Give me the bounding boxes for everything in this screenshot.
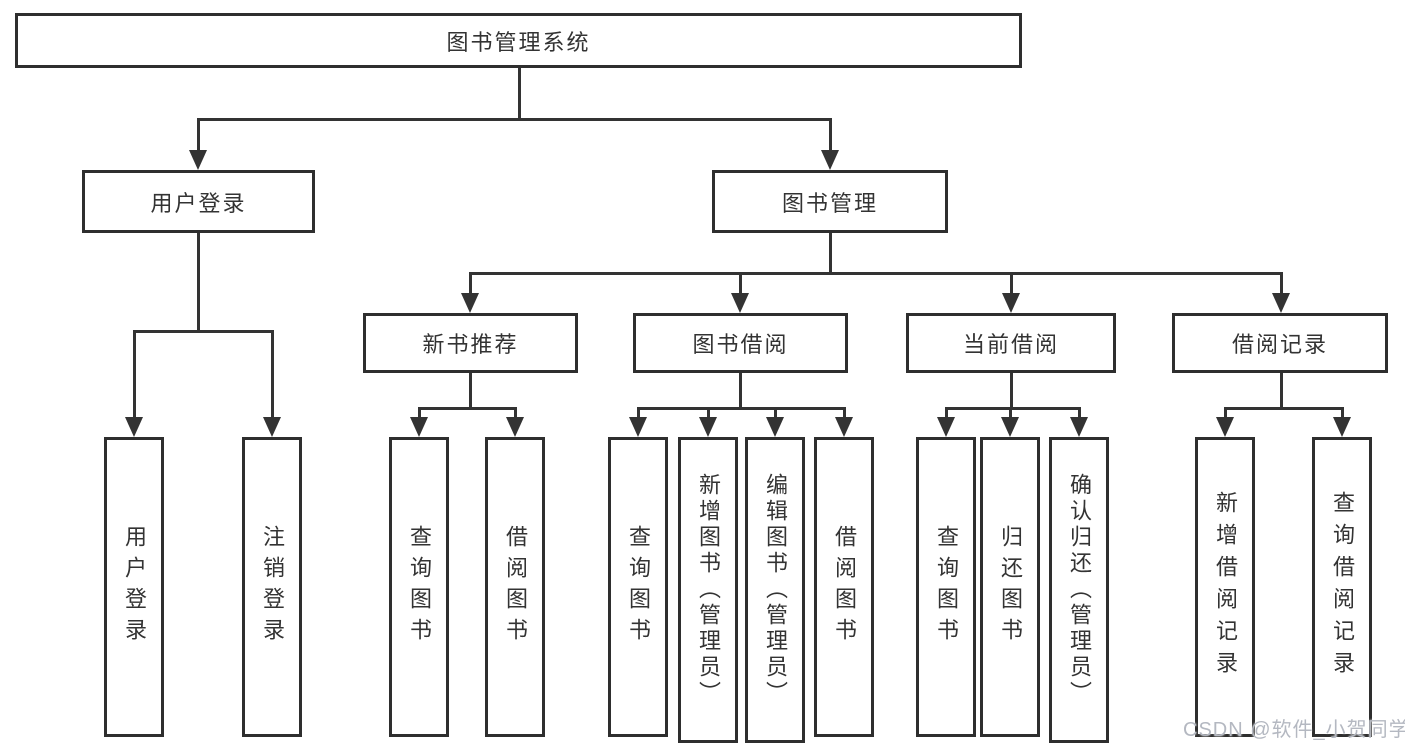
- leaf-return-book: 归还图书: [980, 437, 1040, 737]
- leaf-label: 查询图书: [934, 525, 959, 649]
- leaf-query-book: 查询图书: [916, 437, 976, 737]
- leaf-edit-book-admin: 编辑图书（管理员）: [745, 437, 805, 743]
- connector-borrow-record-split: [1224, 407, 1343, 410]
- leaf-label: 用户登录: [122, 525, 147, 649]
- connector-to-leaf: [133, 330, 136, 420]
- connector-to-leaf: [774, 407, 777, 419]
- leaf-confirm-return-admin: 确认归还（管理员）: [1049, 437, 1109, 743]
- connector-to-book-mgmt: [829, 118, 832, 152]
- leaf-label: 归还图书: [998, 525, 1023, 649]
- node-user-login: 用户登录: [82, 170, 315, 233]
- arrowhead-down-icon: [461, 293, 479, 313]
- arrowhead-down-icon: [1333, 417, 1351, 437]
- leaf-label: 查询借阅记录: [1330, 491, 1355, 683]
- node-current-borrow: 当前借阅: [906, 313, 1116, 373]
- connector-to-book-borrow: [739, 272, 742, 295]
- arrowhead-down-icon: [410, 417, 428, 437]
- node-root-label: 图书管理系统: [446, 29, 591, 55]
- connector-book-mgmt-stem: [829, 233, 832, 274]
- node-root: 图书管理系统: [15, 13, 1022, 68]
- connector-user-login-split: [133, 330, 274, 333]
- leaf-logout: 注销登录: [242, 437, 302, 737]
- arrowhead-down-icon: [1070, 417, 1088, 437]
- leaf-borrow-book: 借阅图书: [814, 437, 874, 737]
- connector-to-new-book: [469, 272, 472, 295]
- leaf-query-borrow-record: 查询借阅记录: [1312, 437, 1372, 737]
- leaf-label: 注销登录: [260, 525, 285, 649]
- leaf-label: 借阅图书: [503, 525, 528, 649]
- arrowhead-down-icon: [937, 417, 955, 437]
- arrowhead-down-icon: [835, 417, 853, 437]
- connector-to-leaf: [1009, 407, 1012, 419]
- arrowhead-down-icon: [1001, 417, 1019, 437]
- connector-level3-split: [469, 272, 1282, 275]
- node-borrow-record-label: 借阅记录: [1231, 332, 1328, 357]
- leaf-query-book: 查询图书: [389, 437, 449, 737]
- leaf-add-borrow-record: 新增借阅记录: [1195, 437, 1255, 737]
- arrowhead-down-icon: [506, 417, 524, 437]
- leaf-label: 新增借阅记录: [1213, 491, 1238, 683]
- node-book-management-label: 图书管理: [781, 190, 878, 216]
- connector-root-stem: [518, 68, 521, 118]
- connector-to-user-login: [197, 118, 200, 152]
- arrowhead-down-icon: [125, 417, 143, 437]
- connector-borrow-record-stem: [1280, 373, 1283, 409]
- leaf-label: 查询图书: [407, 525, 432, 649]
- connector-to-leaf: [418, 407, 421, 419]
- node-new-book-recommend: 新书推荐: [363, 313, 578, 373]
- arrowhead-down-icon: [731, 293, 749, 313]
- arrowhead-down-icon: [699, 417, 717, 437]
- arrowhead-down-icon: [1216, 417, 1234, 437]
- leaf-borrow-book: 借阅图书: [485, 437, 545, 737]
- connector-current-borrow-stem: [1010, 373, 1013, 409]
- leaf-label: 借阅图书: [832, 525, 857, 649]
- connector-to-current-borrow: [1010, 272, 1013, 295]
- node-current-borrow-label: 当前借阅: [962, 332, 1059, 357]
- connector-book-borrow-stem: [739, 373, 742, 409]
- connector-new-book-stem: [469, 373, 472, 409]
- arrowhead-down-icon: [189, 150, 207, 170]
- connector-to-borrow-record: [1280, 272, 1283, 295]
- connector-to-leaf: [707, 407, 710, 419]
- connector-to-leaf: [1341, 407, 1344, 419]
- connector-user-login-stem: [197, 233, 200, 332]
- leaf-label: 查询图书: [626, 525, 651, 649]
- connector-to-leaf: [514, 407, 517, 419]
- arrowhead-down-icon: [821, 150, 839, 170]
- connector-to-leaf: [1078, 407, 1081, 419]
- connector-to-leaf: [1224, 407, 1227, 419]
- arrowhead-down-icon: [263, 417, 281, 437]
- connector-to-leaf: [271, 330, 274, 420]
- leaf-add-book-admin: 新增图书（管理员）: [678, 437, 738, 743]
- leaf-label: 确认归还（管理员）: [1067, 473, 1092, 707]
- node-new-book-recommend-label: 新书推荐: [422, 332, 519, 357]
- node-book-borrow: 图书借阅: [633, 313, 848, 373]
- leaf-label: 编辑图书（管理员）: [763, 473, 788, 707]
- leaf-query-book: 查询图书: [608, 437, 668, 737]
- node-book-management: 图书管理: [712, 170, 948, 233]
- connector-to-leaf: [843, 407, 846, 419]
- connector-new-book-split: [418, 407, 517, 410]
- node-user-login-label: 用户登录: [150, 190, 247, 216]
- watermark: CSDN @软件_小贺同学: [1183, 719, 1405, 741]
- connector-level2-split: [197, 118, 831, 121]
- arrowhead-down-icon: [1272, 293, 1290, 313]
- arrowhead-down-icon: [1002, 293, 1020, 313]
- connector-to-leaf: [637, 407, 640, 419]
- connector-to-leaf: [945, 407, 948, 419]
- connector-current-borrow-split: [945, 407, 1080, 410]
- arrowhead-down-icon: [766, 417, 784, 437]
- leaf-user-login: 用户登录: [104, 437, 164, 737]
- node-borrow-record: 借阅记录: [1172, 313, 1388, 373]
- node-book-borrow-label: 图书借阅: [692, 332, 789, 357]
- connector-book-borrow-split: [637, 407, 846, 410]
- leaf-label: 新增图书（管理员）: [696, 473, 721, 707]
- arrowhead-down-icon: [629, 417, 647, 437]
